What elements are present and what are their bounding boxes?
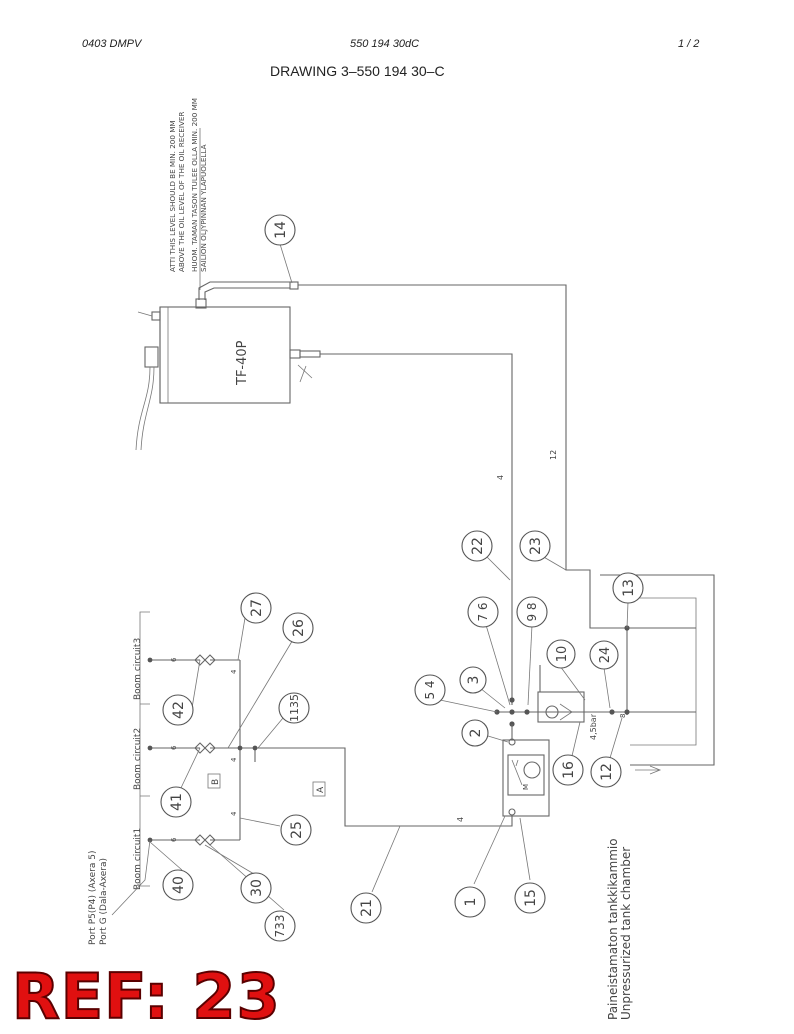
line-4-vertical [320,353,513,705]
svg-text:1: 1 [463,898,479,907]
svg-text:10: 10 [555,646,570,663]
size-4-c: 4 [230,811,238,816]
svg-text:12: 12 [599,763,615,781]
size-6-a: 6 [170,657,178,662]
note-line-4: SAILION OLJYPINNAN YLAPUOLELLA [199,144,208,272]
bubble-14: 14 [264,214,296,246]
svg-text:25: 25 [289,821,305,839]
svg-text:5 4: 5 4 [423,680,437,699]
size-4-bottom: 4 [456,817,465,822]
valve-pressure-label: 4,5bar [589,713,598,740]
breather-hose [198,281,299,300]
size-4-b: 4 [230,757,238,762]
bubble-1: 1 [454,886,486,918]
ref-label: REF: 23 [11,960,281,1033]
oil-tank: TF-40P [135,298,321,451]
svg-text:7 6: 7 6 [476,602,490,621]
header-page-number: 1 / 2 [678,38,700,50]
svg-text:26: 26 [291,619,307,637]
header-center: 550 194 30dC [350,38,420,50]
bubble-25: 25 [280,814,312,846]
bubble-21: 21 [350,892,382,924]
svg-text:M: M [522,784,530,790]
bubble-41: 41 [160,786,192,818]
bubble-10: 10 [546,639,576,669]
svg-text:41: 41 [169,793,185,811]
circuit-label-2: Boom circuit2 [133,728,143,790]
size-4-vertical: 4 [496,475,505,480]
circuit-label-3: Boom circuit3 [133,638,143,700]
leader-lines [149,243,629,911]
bubble-16: 16 [552,754,584,786]
svg-text:14: 14 [273,221,289,239]
level-note: ATTI THIS LEVEL SHOULD BE MIN. 200 MM AB… [168,98,208,272]
svg-text:13: 13 [621,579,637,597]
return-line-12 [298,284,627,629]
circuit-label-1: Boom circuit1 [133,828,143,890]
svg-text:23: 23 [528,537,544,555]
bubble-7-6: 7 6 [467,596,499,628]
valve-block: M [502,738,550,817]
svg-text:9 8: 9 8 [525,602,539,621]
bubble-42: 42 [162,694,194,726]
port-label-2: Port G (Dala-Axera) [99,858,109,945]
svg-text:733: 733 [273,915,287,938]
bubble-27: 27 [240,592,272,624]
svg-text:40: 40 [171,876,187,894]
tank-chamber [600,574,715,766]
bubble-12: 12 [590,756,622,788]
bubble-26: 26 [282,612,314,644]
pressure-line [240,747,513,827]
port-leader [111,839,151,916]
size-12: 12 [549,450,558,460]
note-line-1: ATTI THIS LEVEL SHOULD BE MIN. 200 MM [168,120,177,272]
header-left: 0403 DMPV [82,38,142,50]
tank-label: TF-40P [235,340,250,386]
bubble-23: 23 [519,530,551,562]
check-valve-4-5bar: 4,5bar [537,691,598,740]
bubble-1135: 1135 [278,692,310,724]
svg-text:3: 3 [466,676,482,685]
svg-text:16: 16 [561,761,577,779]
bubble-30: 30 [240,872,272,904]
bubble-3: 3 [459,666,487,694]
size-8: 8 [619,714,627,718]
chamber-arrow [635,765,662,775]
bubble-15: 15 [514,882,546,914]
bubble-22: 22 [461,530,493,562]
drawing-title: DRAWING 3–550 194 30–C [270,63,445,79]
size-4-a: 4 [230,669,238,674]
bubble-9-8: 9 8 [516,596,548,628]
svg-text:21: 21 [359,899,375,917]
svg-text:2: 2 [468,729,484,738]
svg-text:30: 30 [249,879,265,897]
tank-chamber-inner [630,597,697,746]
chamber-label-fi: Paineistamaton tankkikammio [606,838,620,1020]
svg-text:24: 24 [598,647,613,664]
bubble-5-4: 5 4 [414,674,446,706]
port-label-1: Port P5(P4) (Axera 5) [88,851,98,945]
bubble-2: 2 [461,719,489,747]
svg-text:22: 22 [470,537,486,555]
svg-text:27: 27 [249,599,265,617]
box-label-a: A [316,786,326,793]
bubble-13: 13 [612,572,644,604]
svg-text:1135: 1135 [288,694,301,722]
box-label-b: B [211,779,221,785]
bubble-40: 40 [162,869,194,901]
circuit-bracket [139,611,150,887]
bubble-733: 733 [264,910,296,942]
note-line-3: HUOM. TAMAN TASON TULEE OLLA MIN. 200 MM [190,98,199,272]
size-6-c: 6 [170,837,178,842]
svg-text:42: 42 [171,701,187,719]
size-6-b: 6 [170,745,178,750]
chamber-label-en: Unpressurized tank chamber [619,847,633,1020]
svg-text:15: 15 [523,889,539,907]
note-line-2: ABOVE THE OIL LEVEL OF THE OIL RECEIVER [177,112,186,272]
boom-manifold: B A 6 6 6 4 4 4 [147,654,326,846]
bubble-24: 24 [589,640,619,670]
